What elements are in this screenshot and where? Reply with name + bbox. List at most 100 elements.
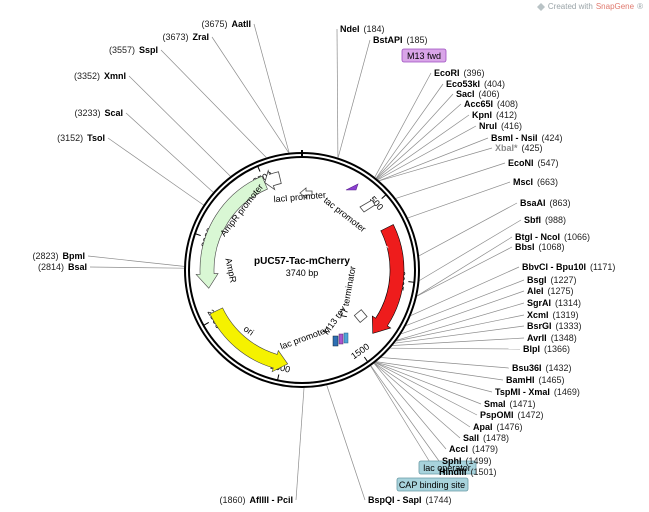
site-leader-line	[395, 162, 506, 199]
site-leader-line	[374, 72, 432, 178]
plasmid-size: 3740 bp	[286, 268, 319, 278]
tac-promoter-label: tac promoter	[322, 195, 368, 234]
site-leader-line	[376, 361, 504, 381]
site-leader-line	[378, 137, 489, 182]
mcherry-feature[interactable]	[371, 224, 405, 334]
site-label-alei[interactable]: AleI(1275)	[527, 286, 574, 296]
ampr-promoter-feature[interactable]	[264, 169, 282, 191]
site-leader-line	[370, 365, 440, 462]
site-label-bbsi[interactable]: BbsI(1068)	[515, 242, 565, 252]
site-leader-line	[417, 236, 513, 297]
site-label-bsai[interactable]: (2814)BsaI	[38, 262, 87, 272]
site-label-sgrai[interactable]: SgrAI(1314)	[527, 298, 581, 308]
site-leader-line	[337, 39, 371, 158]
tac-promoter-marker[interactable]	[359, 199, 376, 213]
site-leader-line	[410, 266, 520, 316]
site-label-saci[interactable]: SacI(406)	[456, 89, 500, 99]
site-label-xbai[interactable]: XbaI*(425)	[495, 143, 543, 153]
laci-promoter-label: lacI promoter	[273, 190, 326, 205]
m13-rev-primer-marker[interactable]	[338, 333, 344, 345]
site-label-scai[interactable]: (3233)ScaI	[74, 108, 123, 118]
site-label-tspmi-xmai[interactable]: TspMI - XmaI(1469)	[495, 387, 580, 397]
site-label-bspqi-sapi[interactable]: BspQI - SapI(1744)	[368, 495, 452, 505]
cap-site-box[interactable]	[396, 477, 469, 492]
site-label-apai[interactable]: ApaI(1476)	[473, 422, 523, 432]
tick-mark	[381, 194, 387, 199]
site-label-acc65i[interactable]: Acc65I(408)	[464, 99, 518, 109]
site-label-xcmi[interactable]: XcmI(1319)	[527, 310, 579, 320]
cap-site-marker[interactable]	[343, 332, 349, 344]
site-leader-line	[418, 202, 518, 257]
site-label-sspi[interactable]: (3557)SspI	[109, 45, 158, 55]
ampr-feature[interactable]	[195, 175, 268, 289]
snapgene-credit: Created with SnapGene®	[536, 2, 643, 11]
lac-promoter-label: lac promoter	[279, 325, 329, 352]
tick-mark	[277, 374, 280, 381]
ampr-label: AmpR	[223, 257, 238, 284]
site-label-kpni[interactable]: KpnI(412)	[472, 110, 517, 120]
tick-mark	[363, 356, 369, 363]
site-label-bsaai[interactable]: BsaAI(863)	[520, 198, 571, 208]
site-leader-line	[87, 255, 185, 267]
site-label-nrui[interactable]: NruI(416)	[479, 121, 522, 131]
lac-operator-label: lac operator	[423, 463, 471, 473]
site-label-zrai[interactable]: (3673)ZraI	[162, 32, 209, 42]
tick-mark	[408, 281, 415, 283]
site-label-bsgi[interactable]: BsgI(1227)	[527, 275, 577, 285]
site-label-sbfi[interactable]: SbfI(988)	[524, 215, 566, 225]
m13-fwd-label: M13 fwd	[407, 51, 441, 61]
site-leader-line	[326, 385, 366, 501]
site-leader-line	[376, 93, 454, 179]
site-label-bsmi-nsii[interactable]: BsmI - NsiI(424)	[491, 133, 563, 143]
site-leader-line	[390, 347, 521, 350]
site-label-msci[interactable]: MscI(663)	[513, 177, 558, 187]
site-label-bamhi[interactable]: BamHI(1465)	[506, 375, 565, 385]
site-label-ndei[interactable]: NdeI(184)	[340, 24, 385, 34]
site-label-bstapi[interactable]: BstAPI(185)	[373, 35, 428, 45]
site-leader-line	[373, 363, 447, 450]
site-leader-line	[375, 361, 493, 393]
site-leader-line	[211, 36, 289, 153]
lac-operator-box[interactable]	[418, 460, 477, 475]
site-label-aatii[interactable]: (3675)AatII	[201, 19, 251, 29]
site-leader-line	[375, 362, 478, 416]
site-label-pspomi[interactable]: PspOMI(1472)	[480, 410, 544, 420]
site-label-blpi[interactable]: BlpI(1366)	[523, 344, 570, 354]
t7-terminator-marker[interactable]	[353, 309, 368, 323]
site-label-smai[interactable]: SmaI(1471)	[484, 399, 536, 409]
site-label-ecori[interactable]: EcoRI(396)	[434, 68, 485, 78]
site-label-bpmi[interactable]: (2823)BpmI	[32, 251, 85, 261]
ori-feature[interactable]	[209, 307, 289, 373]
site-label-xmni[interactable]: (3352)XmnI	[74, 71, 126, 81]
site-labels: NdeI(184)BstAPI(185) EcoRI(396)Eco53kI(40…	[32, 19, 615, 505]
site-label-econi[interactable]: EcoNI(547)	[508, 158, 559, 168]
site-leader-line	[376, 103, 462, 179]
site-label-hindiii[interactable]: HindIII(1501)	[439, 467, 497, 477]
laci-promoter-marker[interactable]	[299, 187, 313, 199]
site-leader-lines	[87, 23, 525, 501]
cap-site-label: CAP binding site	[399, 480, 465, 490]
site-label-acci[interactable]: AccI(1479)	[449, 444, 498, 454]
lac-operator-marker[interactable]	[332, 335, 339, 347]
site-label-sphi[interactable]: SphI(1499)	[442, 456, 492, 466]
site-label-bbvci-bpu10i[interactable]: BbvCI - Bpu10I(1171)	[522, 262, 615, 272]
site-label-eco53ki[interactable]: Eco53kI(404)	[446, 79, 505, 89]
site-label-avrii[interactable]: AvrII(1348)	[527, 333, 577, 343]
m13-fwd-primer-marker[interactable]	[345, 183, 359, 191]
site-label-bsrgi[interactable]: BsrGI(1333)	[527, 321, 582, 331]
tick-mark	[194, 233, 201, 237]
site-label-bsu36i[interactable]: Bsu36I(1432)	[512, 363, 572, 373]
m13-fwd-box[interactable]	[401, 48, 447, 63]
site-label-tsoi[interactable]: (3152)TsoI	[57, 133, 105, 143]
site-leader-line	[336, 28, 339, 158]
site-label-sali[interactable]: SalI(1478)	[463, 433, 509, 443]
site-label-btgi-ncoi[interactable]: BtgI - NcoI(1066)	[515, 232, 590, 242]
site-leader-line	[396, 314, 525, 342]
site-leader-line	[405, 279, 525, 326]
tick-mark	[203, 322, 209, 326]
site-leader-line	[253, 23, 290, 153]
credit-suffix: ®	[637, 2, 643, 11]
site-label-afliii-pcii[interactable]: (1860)AflIII - PciI	[219, 495, 293, 505]
site-leader-line	[375, 83, 444, 179]
